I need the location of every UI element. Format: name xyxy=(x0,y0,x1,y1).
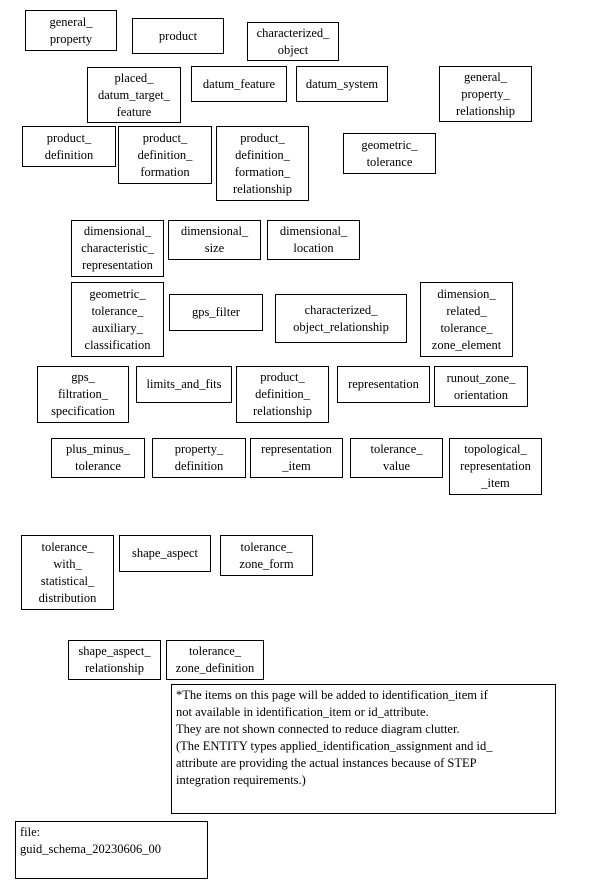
entity-datum-system[interactable]: datum_system xyxy=(296,66,388,102)
entity-plus-minus-tolerance[interactable]: plus_minus_ tolerance xyxy=(51,438,145,478)
entity-representation-item[interactable]: representation _item xyxy=(250,438,343,478)
entity-dimensional-characteristic-representation[interactable]: dimensional_ characteristic_ representat… xyxy=(71,220,164,277)
entity-datum-feature[interactable]: datum_feature xyxy=(191,66,287,102)
entity-tolerance-value[interactable]: tolerance_ value xyxy=(350,438,443,478)
entity-shape-aspect[interactable]: shape_aspect xyxy=(119,535,211,572)
entity-property-definition[interactable]: property_ definition xyxy=(152,438,246,478)
entity-shape-aspect-relationship[interactable]: shape_aspect_ relationship xyxy=(68,640,161,680)
entity-product-definition[interactable]: product_ definition xyxy=(22,126,116,167)
entity-dimensional-location[interactable]: dimensional_ location xyxy=(267,220,360,260)
note-box: *The items on this page will be added to… xyxy=(171,684,556,814)
entity-product-definition-relationship[interactable]: product_ definition_ relationship xyxy=(236,366,329,423)
entity-dimensional-size[interactable]: dimensional_ size xyxy=(168,220,261,260)
entity-tolerance-with-statistical-distribution[interactable]: tolerance_ with_ statistical_ distributi… xyxy=(21,535,114,610)
entity-tolerance-zone-definition[interactable]: tolerance_ zone_definition xyxy=(166,640,264,680)
entity-characterized-object-relationship[interactable]: characterized_ object_relationship xyxy=(275,294,407,343)
entity-gps-filtration-specification[interactable]: gps_ filtration_ specification xyxy=(37,366,129,423)
entity-general-property[interactable]: general_ property xyxy=(25,10,117,51)
entity-characterized-object[interactable]: characterized_ object xyxy=(247,22,339,61)
entity-general-property-relationship[interactable]: general_ property_ relationship xyxy=(439,66,532,122)
entity-product-definition-formation-relationship[interactable]: product_ definition_ formation_ relation… xyxy=(216,126,309,201)
entity-product-definition-formation[interactable]: product_ definition_ formation xyxy=(118,126,212,184)
entity-geometric-tolerance[interactable]: geometric_ tolerance xyxy=(343,133,436,174)
entity-placed-datum-target-feature[interactable]: placed_ datum_target_ feature xyxy=(87,67,181,123)
entity-gps-filter[interactable]: gps_filter xyxy=(169,294,263,331)
entity-limits-and-fits[interactable]: limits_and_fits xyxy=(136,366,232,403)
entity-dimension-related-tolerance-zone-element[interactable]: dimension_ related_ tolerance_ zone_elem… xyxy=(420,282,513,357)
entity-representation[interactable]: representation xyxy=(337,366,430,403)
entity-runout-zone-orientation[interactable]: runout_zone_ orientation xyxy=(434,366,528,407)
entity-tolerance-zone-form[interactable]: tolerance_ zone_form xyxy=(220,535,313,576)
file-label-box: file: guid_schema_20230606_00 xyxy=(15,821,208,879)
entity-product[interactable]: product xyxy=(132,18,224,54)
entity-topological-representation-item[interactable]: topological_ representation _item xyxy=(449,438,542,495)
entity-geometric-tolerance-auxiliary-classification[interactable]: geometric_ tolerance_ auxiliary_ classif… xyxy=(71,282,164,357)
